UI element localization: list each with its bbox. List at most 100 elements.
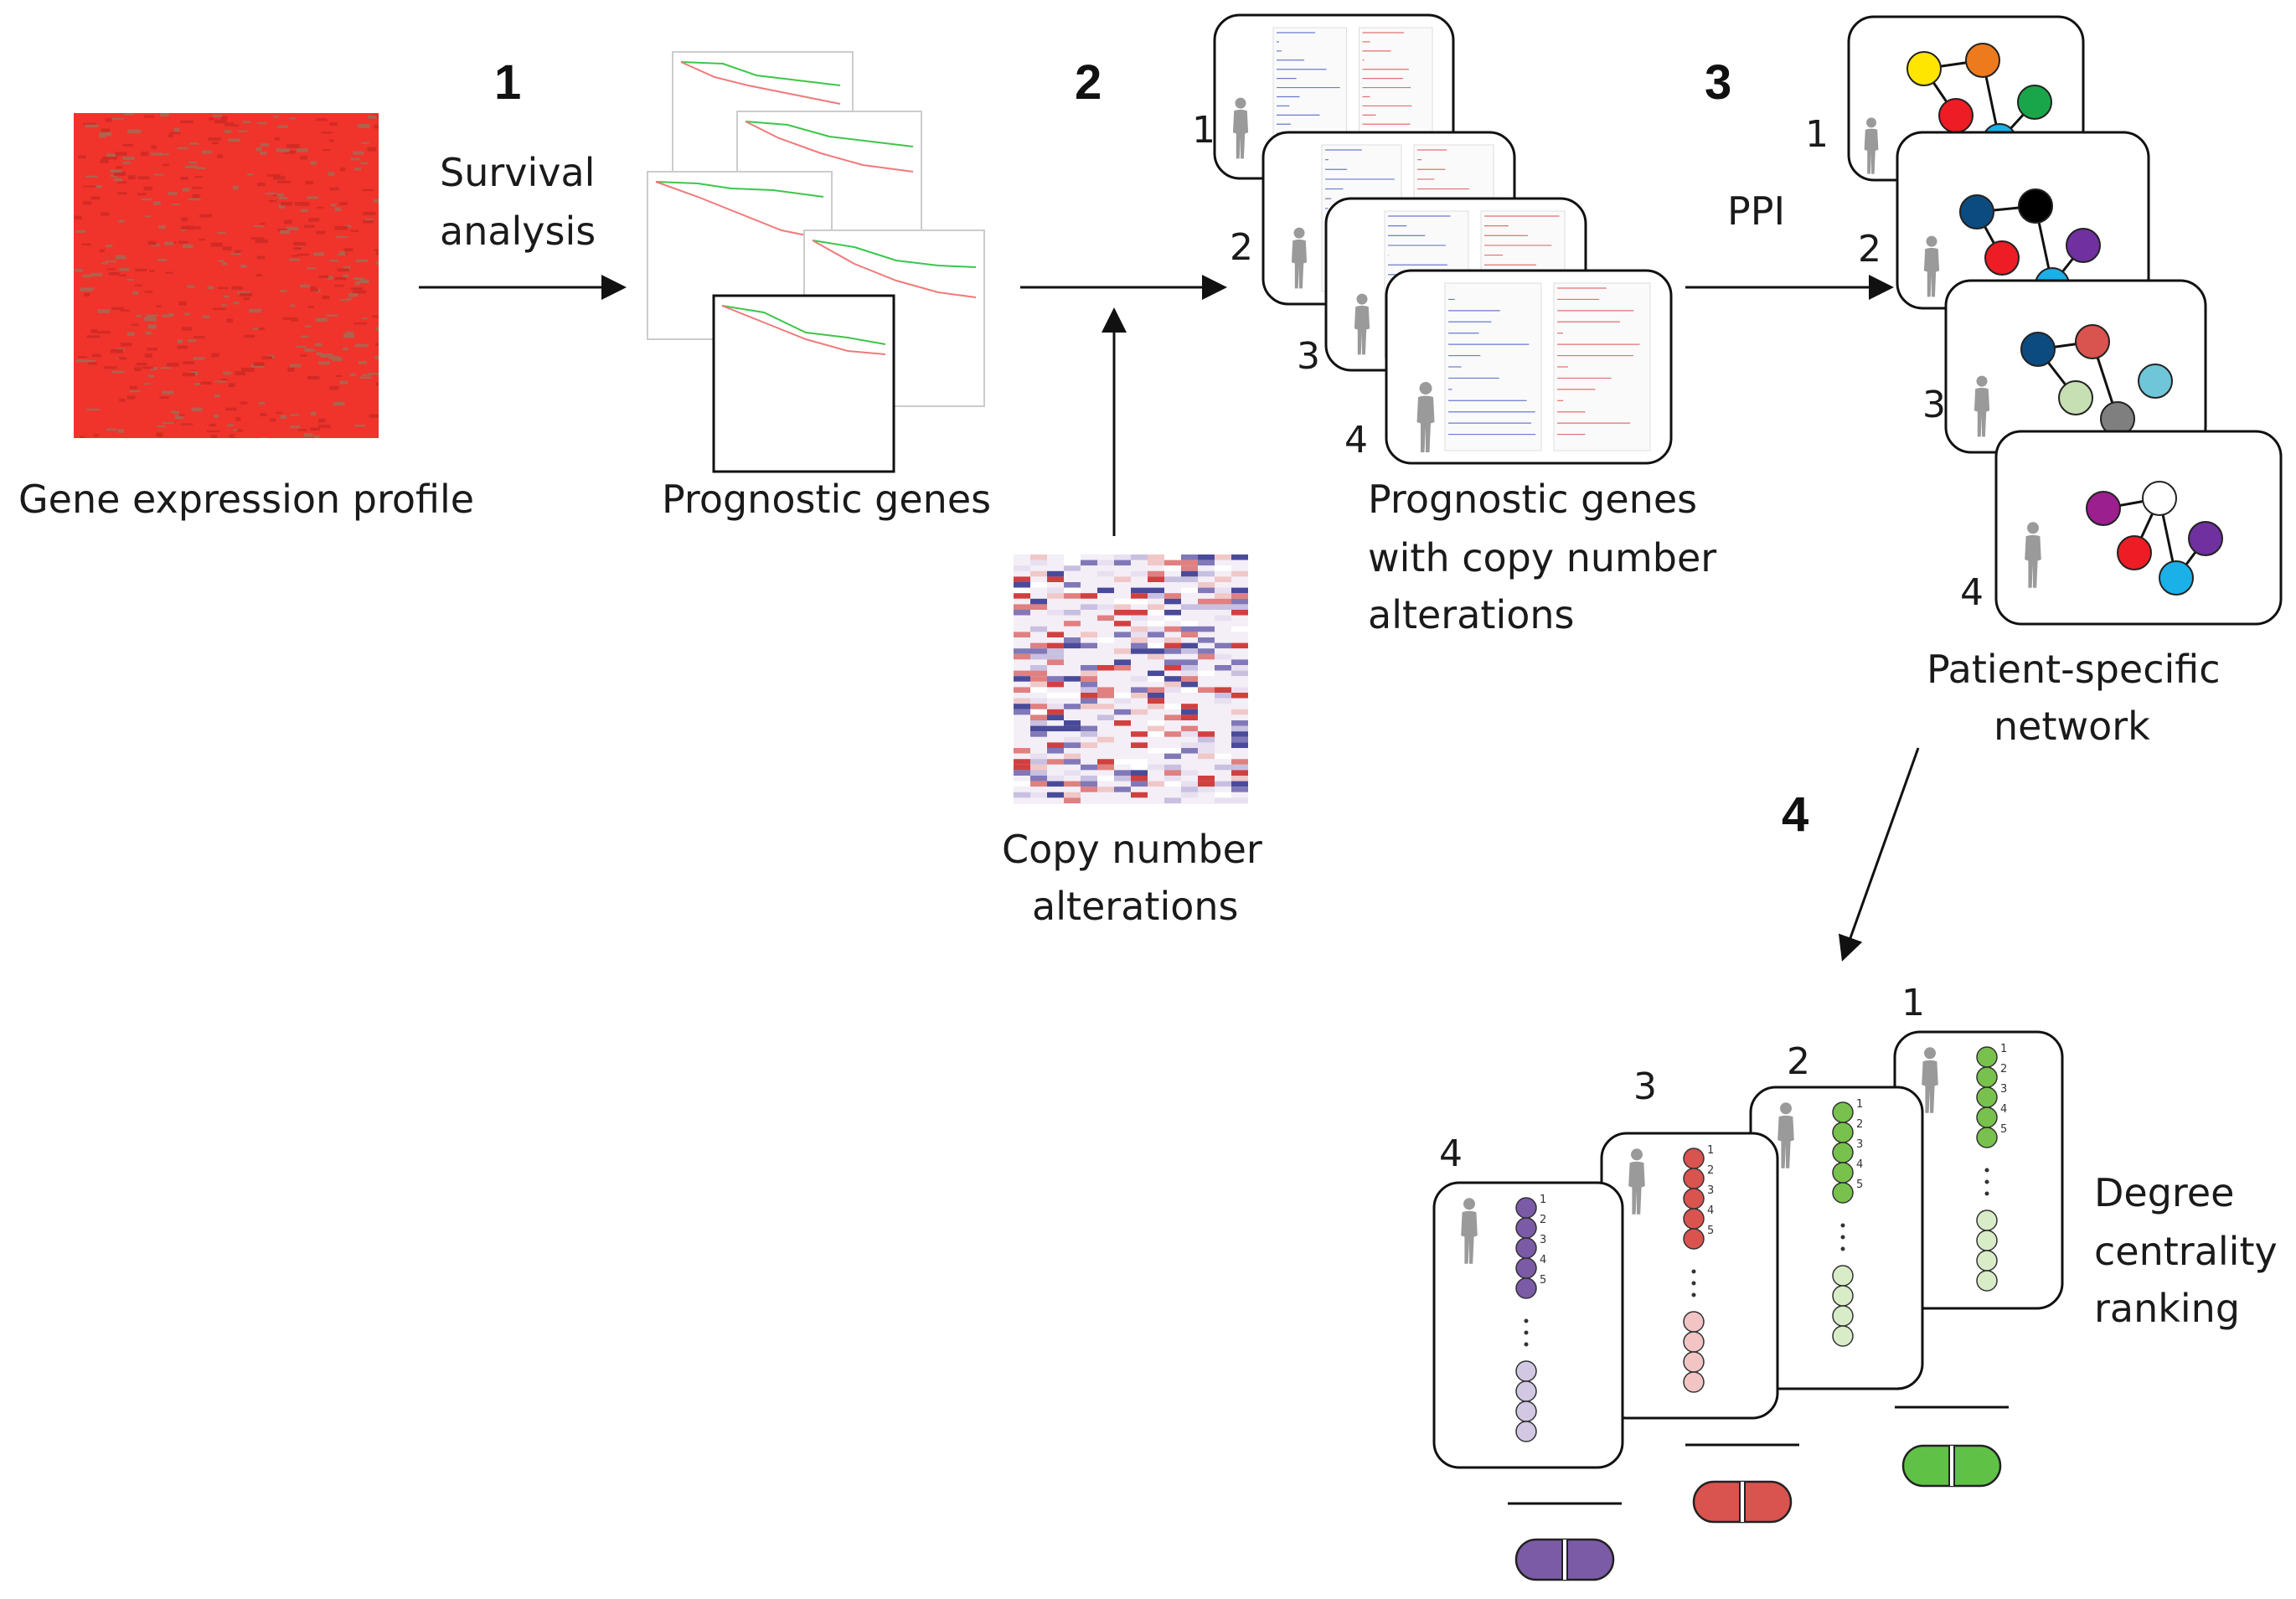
rank-number: 2 [1540,1214,1546,1226]
network-node [2020,332,2056,367]
rank-number: 2 [1856,1118,1863,1131]
rank-ellipsis-dot [1524,1330,1529,1335]
rank-number: 4 [1707,1204,1714,1217]
rank-ellipsis-dot [1840,1246,1845,1251]
degree-label-line1: Degree [2094,1170,2234,1215]
rank-number: 3 [1856,1138,1863,1151]
survival-plots [647,51,985,473]
rank-node [1515,1257,1537,1279]
network-node [2066,228,2101,263]
pg-cna-label-line3: alterations [1368,592,1575,637]
network-card-index: 2 [1858,228,1881,271]
step-3-number: 3 [1705,55,1731,110]
rank-node [1976,1066,1998,1088]
network-card-index: 4 [1960,571,1984,614]
survival-label-line1: Survival [440,150,595,195]
rank-node [1832,1182,1854,1204]
network-label-line2: network [1994,704,2150,749]
rank-node [1976,1230,1998,1251]
rank-number: 2 [1707,1164,1714,1177]
rank-number: 5 [2000,1123,2007,1136]
gene-expression-heatmap [74,113,379,438]
rank-ellipsis-dot [1691,1281,1696,1286]
network-node [1965,43,2000,78]
cna-card-index: 2 [1230,226,1253,269]
rank-ellipsis-dot [1984,1179,1989,1184]
rank-node [1683,1311,1705,1333]
network-node [1959,194,1994,230]
rank-node [1976,1127,1998,1148]
ranking-card-index: 2 [1787,1040,1810,1083]
network-node [2142,481,2177,516]
rank-node [1683,1168,1705,1189]
step-4-number: 4 [1782,787,1808,842]
rank-ellipsis-dot [1524,1342,1529,1347]
ppi-label: PPI [1727,188,1785,234]
cna-card-index: 1 [1192,109,1215,152]
rank-node [1832,1142,1854,1163]
copy-number-label-line2: alterations [1032,884,1239,929]
rank-node [1515,1380,1537,1402]
patient-networks: 1 2 3 [1805,15,2283,626]
pill-icon [1901,1444,2002,1488]
rank-node [1976,1046,1998,1068]
gene-expression-label: Gene expression profile [18,477,474,522]
network-node [1906,51,1942,86]
network-node [1984,240,2020,276]
rank-node [1683,1228,1705,1250]
ranking-card: 1 2 3 4 5 [1749,1086,1924,1390]
rank-node [1976,1270,1998,1292]
rank-number: 5 [1540,1274,1546,1287]
rank-node [1832,1162,1854,1184]
cna-card [1385,269,1673,465]
network-card [1944,279,2207,454]
network-node [2117,535,2152,570]
pill-icon [1514,1538,1615,1581]
rank-number: 4 [1856,1158,1863,1171]
rank-number: 1 [1540,1194,1546,1206]
rank-node [1683,1331,1705,1353]
network-node [2058,380,2093,415]
rank-ellipsis-dot [1524,1318,1529,1323]
network-node [2075,324,2110,359]
prognostic-genes-label: Prognostic genes [662,477,991,522]
rank-node [1515,1360,1537,1382]
network-node [2086,491,2121,526]
rank-ellipsis-dot [1691,1292,1696,1297]
rank-node [1832,1101,1854,1123]
cna-card-index: 4 [1344,419,1368,462]
rank-node [1832,1305,1854,1327]
rank-node [1683,1148,1705,1169]
rank-node [1683,1208,1705,1230]
rank-number: 5 [1856,1179,1863,1191]
copy-number-heatmap [1014,554,1248,804]
pg-cna-label-line2: with copy number [1368,535,1716,580]
network-card-index: 3 [1922,384,1946,426]
rank-number: 1 [1856,1098,1863,1111]
step-1-number: 1 [494,55,521,110]
survival-plot [712,294,895,473]
rank-node [1515,1217,1537,1239]
rank-number: 3 [1540,1234,1546,1246]
rank-node [1515,1277,1537,1299]
rank-node [1976,1210,1998,1231]
degree-label-line2: centrality [2094,1229,2278,1274]
survival-label-line2: analysis [440,209,596,254]
rank-node [1832,1285,1854,1307]
rank-ellipsis-dot [1691,1269,1696,1274]
ranking-card-index: 3 [1633,1065,1657,1108]
rank-number: 5 [1707,1225,1714,1237]
rank-node [1515,1421,1537,1442]
network-node [2159,560,2194,596]
rank-node [1683,1371,1705,1393]
pg-cna-label-line1: Prognostic genes [1368,477,1697,522]
rank-node [1832,1122,1854,1143]
rank-node [1976,1250,1998,1271]
rank-ellipsis-dot [1840,1223,1845,1228]
rank-node [1515,1237,1537,1259]
rank-number: 1 [2000,1043,2007,1055]
